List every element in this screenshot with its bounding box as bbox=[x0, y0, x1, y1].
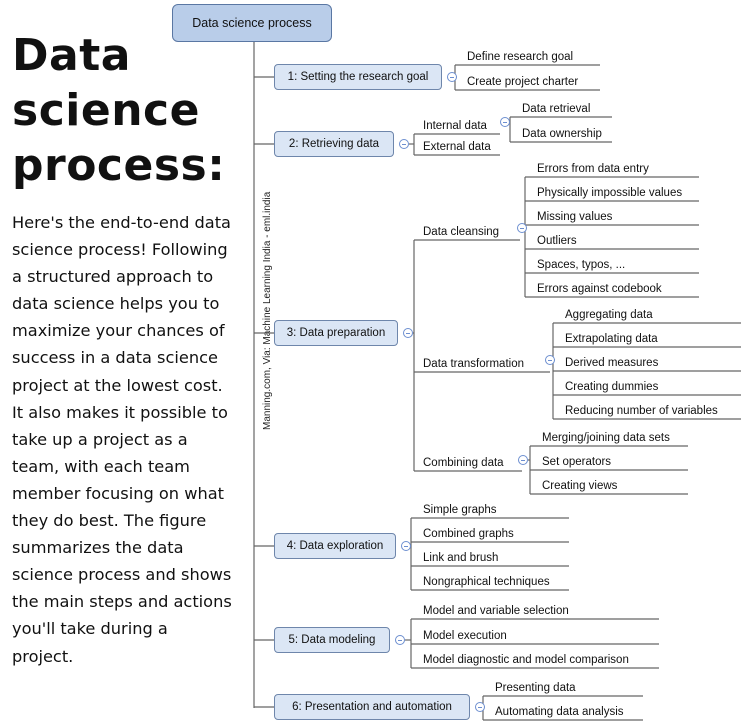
action-item: Physically impossible values bbox=[537, 187, 683, 199]
page-title: Data science process: bbox=[12, 30, 226, 191]
collapse-icon[interactable] bbox=[403, 328, 413, 338]
action-item: Data retrieval bbox=[522, 103, 591, 115]
action-item: Extrapolating data bbox=[565, 333, 658, 345]
group-label: Combining data bbox=[423, 457, 504, 469]
action-item: Automating data analysis bbox=[495, 706, 624, 718]
action-item: Missing values bbox=[537, 211, 613, 223]
step-node-5: 5: Data modeling bbox=[274, 627, 390, 653]
group-label: External data bbox=[423, 141, 491, 153]
group-label: Data transformation bbox=[423, 358, 524, 370]
action-item: Model diagnostic and model comparison bbox=[423, 654, 629, 666]
collapse-icon[interactable] bbox=[447, 72, 457, 82]
description-text: Here's the end-to-end data science proce… bbox=[12, 213, 232, 666]
collapse-icon[interactable] bbox=[395, 635, 405, 645]
action-item: Model execution bbox=[423, 630, 507, 642]
action-item: Creating views bbox=[542, 480, 618, 492]
action-item: Creating dummies bbox=[565, 381, 659, 393]
action-item: Aggregating data bbox=[565, 309, 653, 321]
collapse-icon[interactable] bbox=[401, 541, 411, 551]
action-item: Create project charter bbox=[467, 76, 579, 88]
action-item: Reducing number of variables bbox=[565, 405, 718, 417]
step-node-6: 6: Presentation and automation bbox=[274, 694, 470, 720]
action-item: Merging/joining data sets bbox=[542, 432, 670, 444]
action-item: Data ownership bbox=[522, 128, 602, 140]
collapse-icon[interactable] bbox=[517, 223, 527, 233]
action-item: Derived measures bbox=[565, 357, 659, 369]
action-item: Errors against codebook bbox=[537, 283, 662, 295]
action-item: Presenting data bbox=[495, 682, 576, 694]
action-item: Define research goal bbox=[467, 51, 574, 63]
collapse-icon[interactable] bbox=[518, 455, 528, 465]
action-item: Spaces, typos, ... bbox=[537, 259, 626, 271]
collapse-icon[interactable] bbox=[399, 139, 409, 149]
collapse-icon[interactable] bbox=[500, 117, 510, 127]
step-node-3: 3: Data preparation bbox=[274, 320, 398, 346]
action-item: Link and brush bbox=[423, 552, 499, 564]
action-item: Outliers bbox=[537, 235, 577, 247]
group-label: Data cleansing bbox=[423, 226, 500, 238]
group-label: Internal data bbox=[423, 120, 487, 132]
collapse-icon[interactable] bbox=[475, 702, 485, 712]
action-item: Errors from data entry bbox=[537, 163, 649, 175]
root-node: Data science process bbox=[172, 4, 332, 42]
collapse-icon[interactable] bbox=[545, 355, 555, 365]
action-item: Nongraphical techniques bbox=[423, 576, 550, 588]
step-node-1: 1: Setting the research goal bbox=[274, 64, 442, 90]
action-item: Simple graphs bbox=[423, 504, 497, 516]
action-item: Combined graphs bbox=[423, 528, 514, 540]
action-item: Model and variable selection bbox=[423, 605, 569, 617]
action-item: Set operators bbox=[542, 456, 612, 468]
step-node-2: 2: Retrieving data bbox=[274, 131, 394, 157]
step-node-4: 4: Data exploration bbox=[274, 533, 396, 559]
